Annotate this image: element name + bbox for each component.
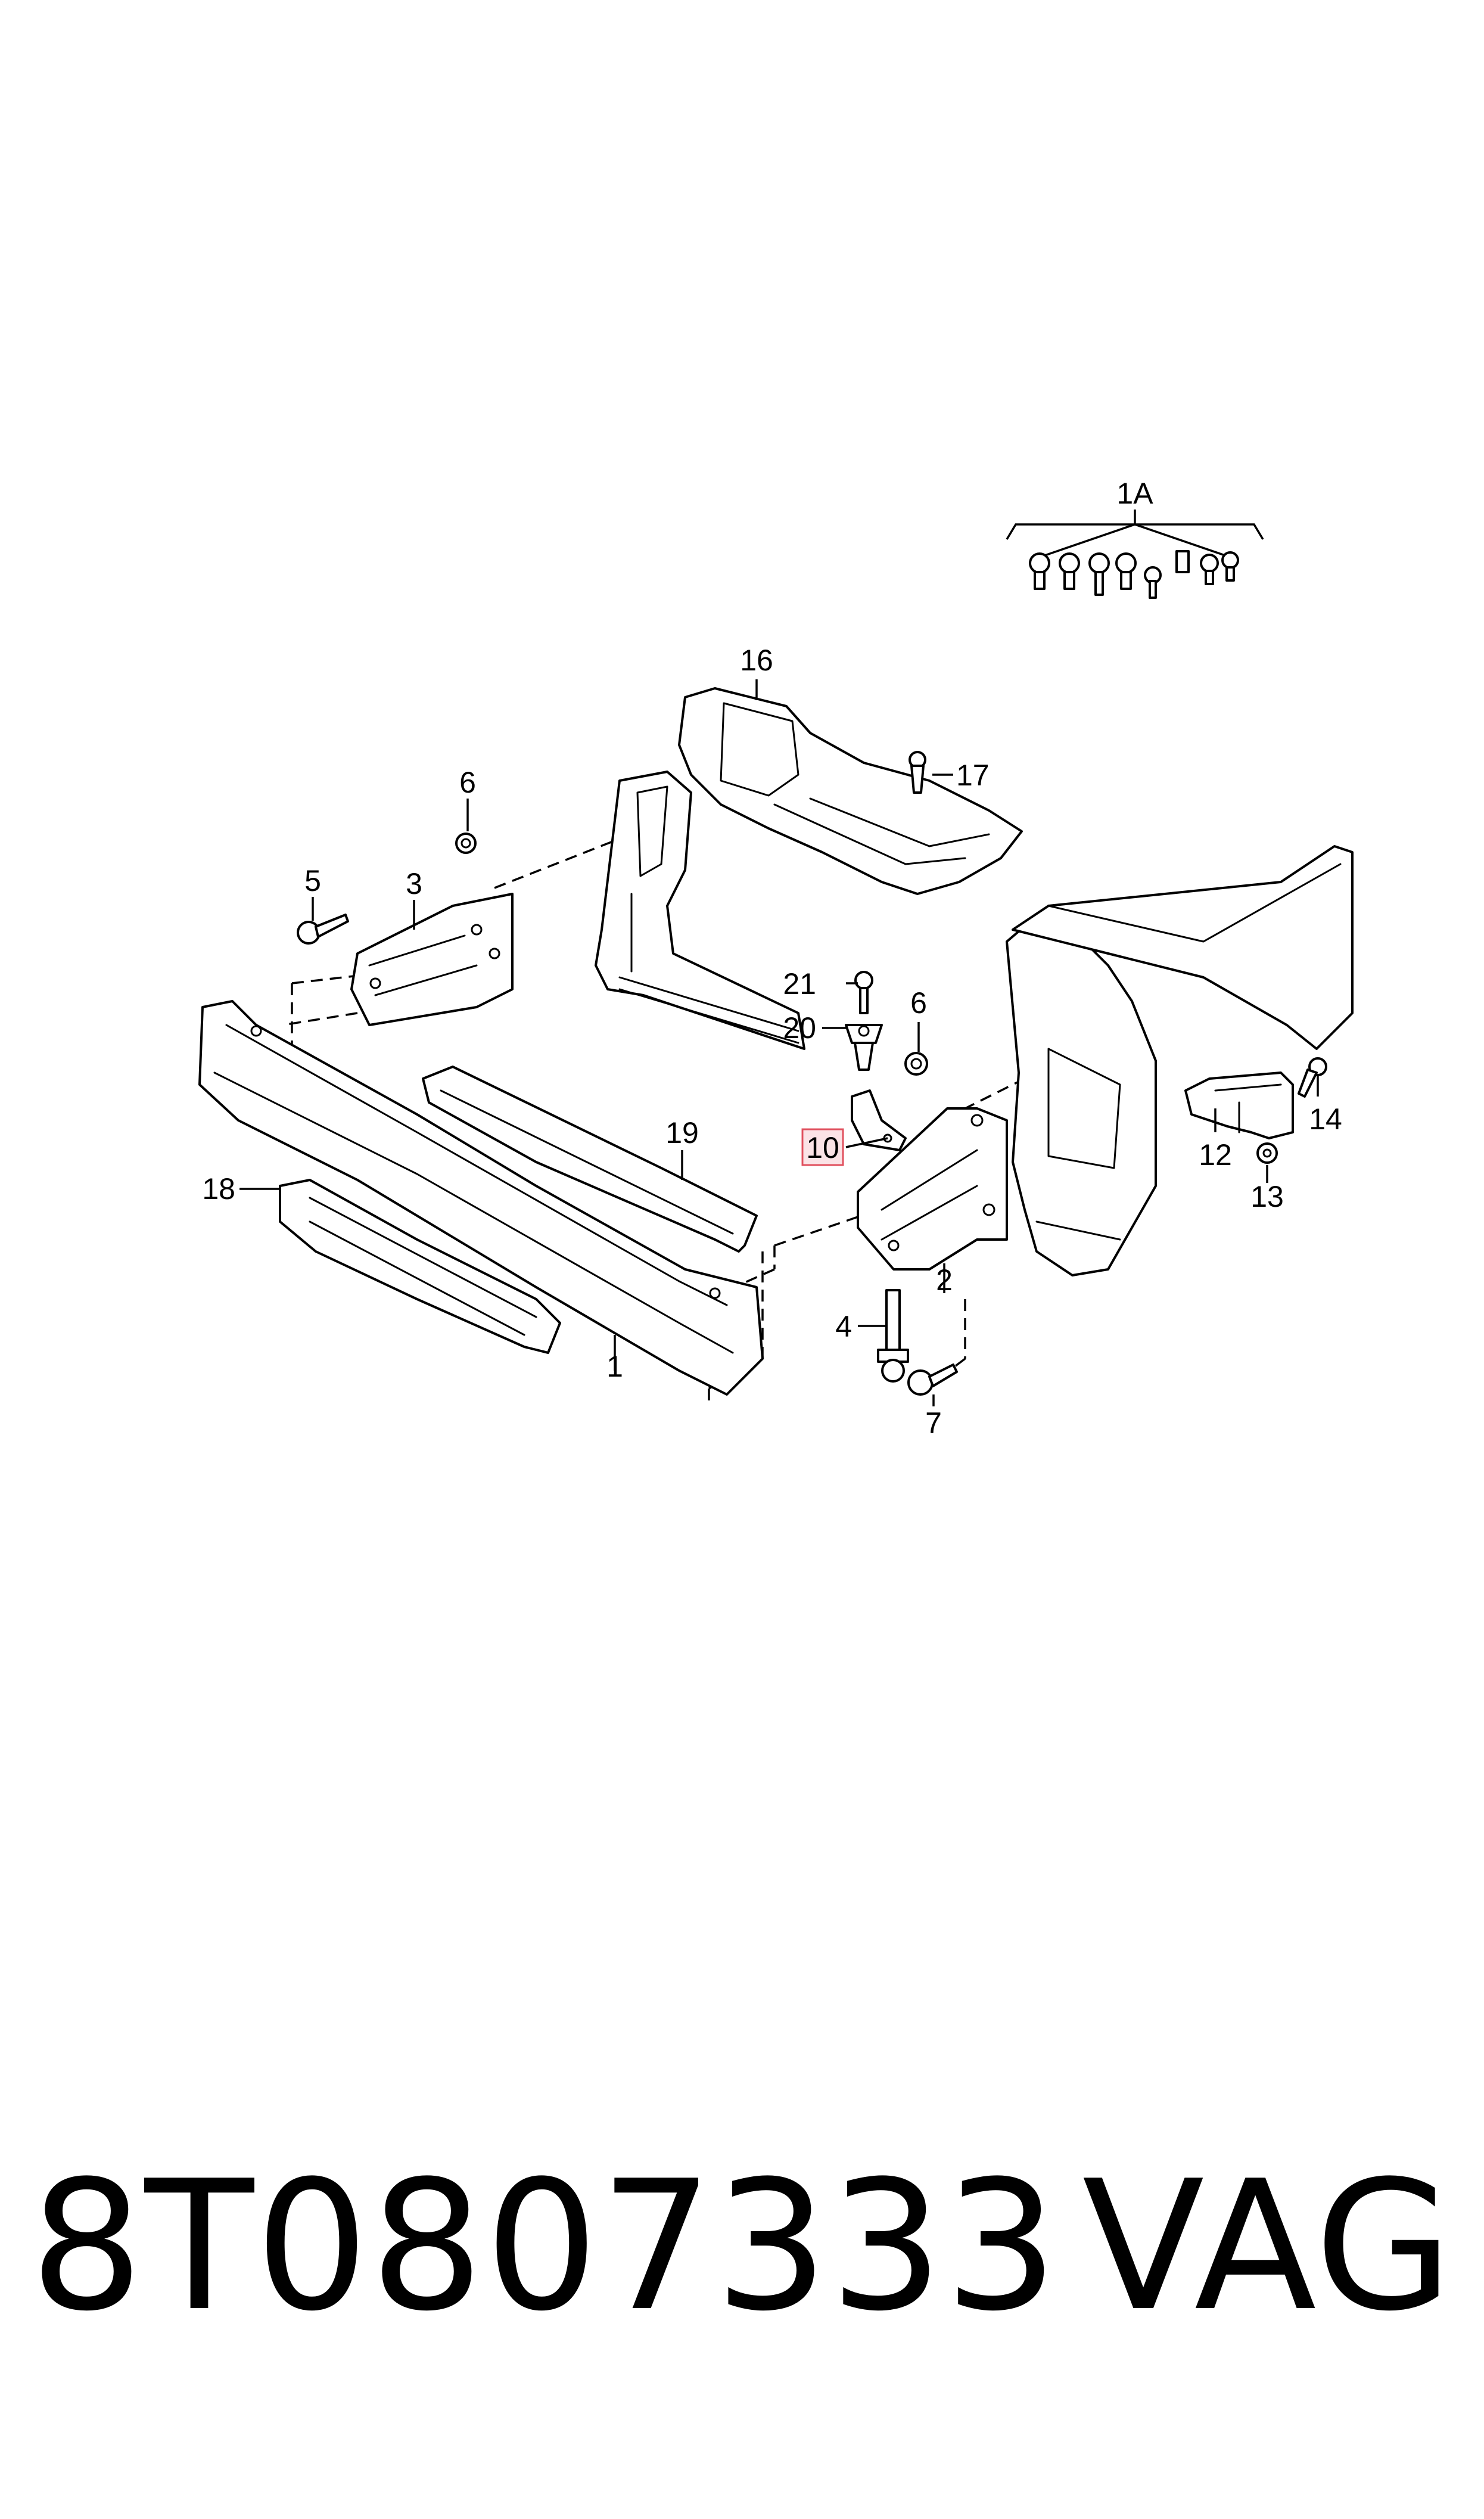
part-16-upper-air-duct [678, 687, 1023, 895]
part-number: 8T0807333 [30, 2142, 1060, 2350]
callout-4: 4 [835, 1310, 852, 1343]
right-side-body-panel [1006, 845, 1354, 1276]
callout-2: 2 [936, 1263, 953, 1297]
part-6-nut-right [904, 1052, 928, 1076]
part-17-clip [909, 751, 953, 794]
callout-5: 5 [304, 864, 321, 897]
callout-7: 7 [925, 1406, 942, 1440]
part-3-left-bracket [350, 893, 514, 1026]
part-12-side-bracket [1184, 1071, 1294, 1139]
part-19-center-bar [422, 1066, 758, 1253]
callout-14: 14 [1309, 1102, 1342, 1136]
part-1-bumper-beam [198, 1000, 764, 1396]
callout-6: 6 [910, 986, 927, 1020]
lock-carrier-frame [595, 771, 805, 1050]
part-7-bolt [907, 1363, 958, 1396]
part-21-screw [854, 971, 873, 1014]
callout-17: 17 [956, 759, 990, 792]
callout-3: 3 [406, 867, 422, 900]
part-6-nut-upper [455, 833, 477, 854]
callout-13: 13 [1250, 1180, 1284, 1213]
callout-12: 12 [1199, 1138, 1232, 1172]
callout-leader-lines [239, 679, 1319, 1406]
brand-name: VAG [1082, 2142, 1454, 2350]
part-4-bolt [877, 1289, 909, 1383]
callout-1: 1 [606, 1350, 623, 1383]
callout-21: 21 [783, 967, 816, 1001]
part-13-nut [1256, 1142, 1278, 1164]
fastener-kit-1A [1006, 510, 1264, 599]
part-20-grommet [845, 1024, 883, 1071]
callout-6: 6 [459, 766, 476, 799]
callout-20: 20 [783, 1011, 816, 1045]
part-2-right-bracket [857, 1107, 1008, 1271]
part-18-absorber [279, 1179, 561, 1354]
callout-19: 19 [665, 1116, 699, 1150]
part-14-screw [1298, 1057, 1327, 1098]
part-5-screw [297, 914, 349, 945]
callout-labels: 1A 16 17 6 5 3 21 6 20 19 10 12 14 13 18… [202, 477, 1342, 1440]
callout-1A: 1A [1116, 477, 1153, 510]
callout-10: 10 [806, 1131, 839, 1164]
callout-18: 18 [202, 1172, 235, 1206]
fastener-kit-items [1029, 550, 1239, 599]
callout-10-highlight [801, 1128, 844, 1166]
callout-16: 16 [740, 644, 773, 677]
